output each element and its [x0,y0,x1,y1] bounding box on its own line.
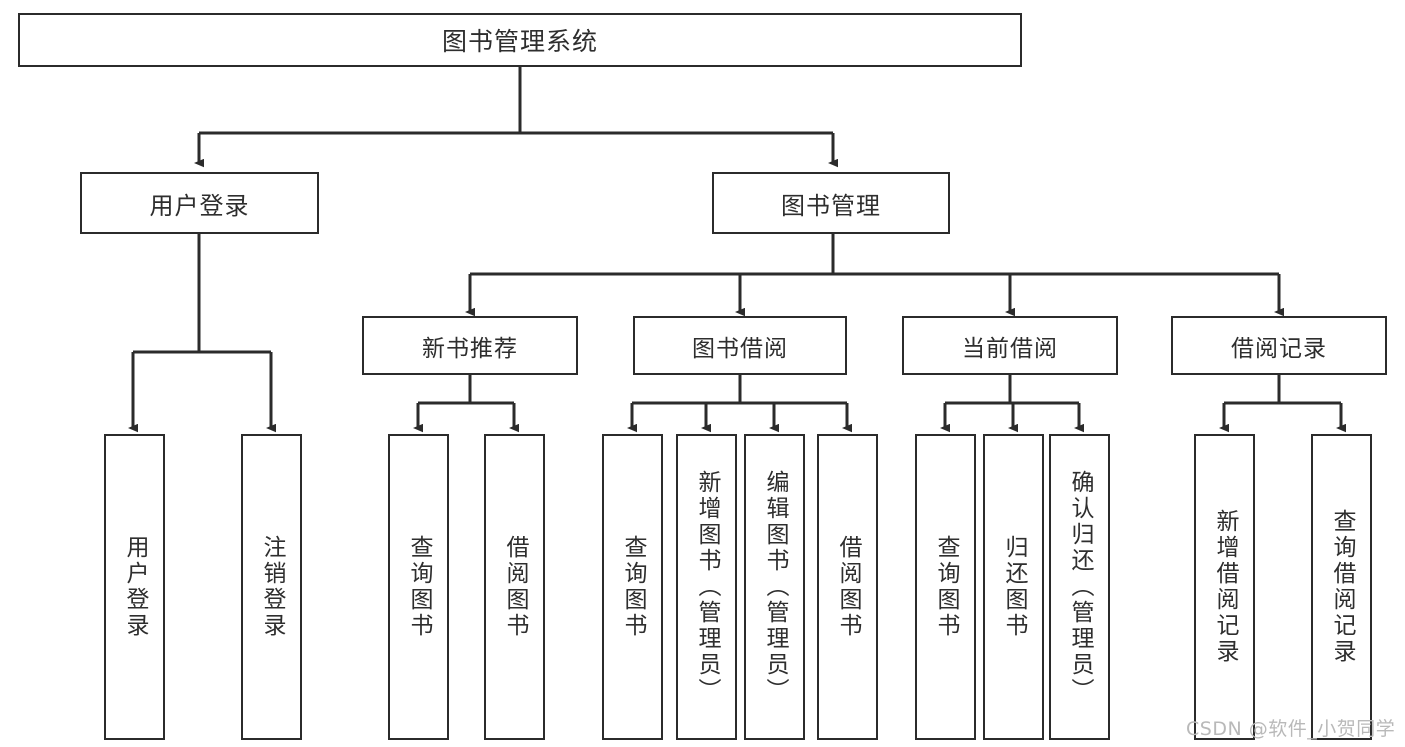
node-label: 归还图书 [1001,535,1027,639]
watermark-text: CSDN @软件_小贺同学 [1186,718,1396,740]
node-current-borrow[interactable]: 当前借阅 [902,316,1118,375]
leaf-borrow-records-add-record[interactable]: 新增借阅记录 [1194,434,1255,740]
node-label: 确认归还（管理员） [1067,470,1093,704]
node-label: 查询图书 [933,535,959,639]
node-label: 用户登录 [149,191,250,220]
node-label: 借阅图书 [835,535,861,639]
leaf-user-login-login[interactable]: 用户登录 [104,434,165,740]
node-label: 用户登录 [122,535,148,639]
node-label: 图书管理系统 [441,27,598,56]
leaf-borrow-records-query-record[interactable]: 查询借阅记录 [1311,434,1372,740]
leaf-book-borrow-edit-book-admin[interactable]: 编辑图书（管理员） [744,434,805,740]
leaf-current-borrow-query-book[interactable]: 查询图书 [915,434,976,740]
node-label: 查询图书 [406,535,432,639]
node-book-management[interactable]: 图书管理 [712,172,950,234]
node-root-system[interactable]: 图书管理系统 [18,13,1022,67]
leaf-book-borrow-add-book-admin[interactable]: 新增图书（管理员） [676,434,737,740]
node-label: 编辑图书（管理员） [762,470,788,704]
leaf-current-borrow-return-book[interactable]: 归还图书 [983,434,1044,740]
node-label: 新增借阅记录 [1212,509,1238,665]
node-label: 注销登录 [259,535,285,639]
node-label: 借阅图书 [502,535,528,639]
node-label: 借阅记录 [1231,335,1327,362]
leaf-current-borrow-confirm-return-admin[interactable]: 确认归还（管理员） [1049,434,1110,740]
node-user-login[interactable]: 用户登录 [80,172,319,234]
leaf-book-borrow-borrow-book[interactable]: 借阅图书 [817,434,878,740]
node-label: 查询图书 [620,535,646,639]
node-book-borrow[interactable]: 图书借阅 [633,316,847,375]
node-label: 新增图书（管理员） [694,470,720,704]
leaf-new-books-borrow-book[interactable]: 借阅图书 [484,434,545,740]
node-label: 图书借阅 [692,335,788,362]
node-label: 当前借阅 [962,335,1058,362]
leaf-new-books-query-book[interactable]: 查询图书 [388,434,449,740]
node-label: 新书推荐 [422,335,518,362]
node-label: 图书管理 [781,191,881,220]
node-borrow-records[interactable]: 借阅记录 [1171,316,1387,375]
leaf-user-login-logout[interactable]: 注销登录 [241,434,302,740]
node-label: 查询借阅记录 [1329,509,1355,665]
node-new-book-recommend[interactable]: 新书推荐 [362,316,578,375]
leaf-book-borrow-query-book[interactable]: 查询图书 [602,434,663,740]
